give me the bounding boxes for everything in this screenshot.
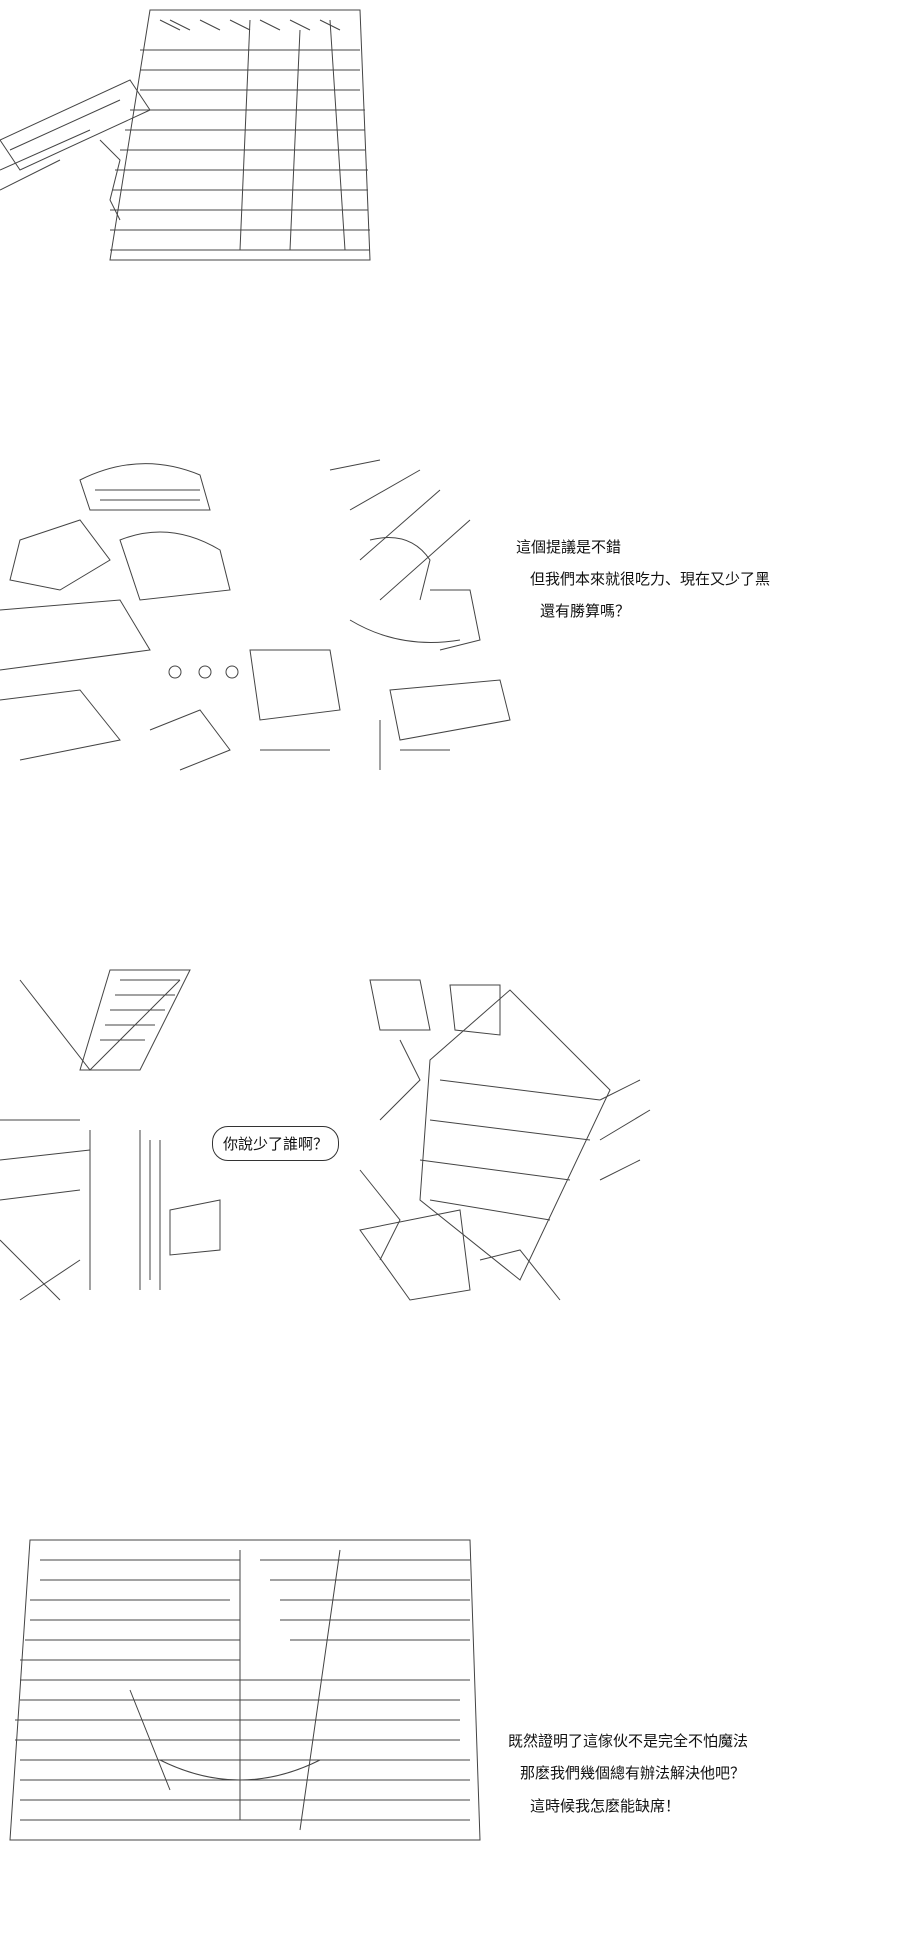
panel-1 (0, 0, 900, 280)
speech-bubble: 你說少了誰啊？ (212, 1126, 340, 1161)
panel-2: 這個提議是不錯 但我們本來就很吃力、現在又少了黑 還有勝算嗎？ (0, 450, 900, 790)
dialog-line: 既然證明了這傢伙不是完全不怕魔法 (508, 1732, 749, 1750)
dialog-line: 這個提議是不錯 (516, 538, 622, 556)
ascii-art-figure-4 (9, 1539, 481, 1841)
ascii-art-figure-3 (0, 969, 651, 1301)
panel-4: 既然證明了這傢伙不是完全不怕魔法 那麽我們幾個總有辦法解決他吧？ 這時候我怎麽能… (0, 1530, 900, 1850)
dialog-line: 那麽我們幾個總有辦法解決他吧？ (520, 1764, 746, 1782)
ascii-art-figure-2 (0, 459, 511, 771)
dialog-line: 還有勝算嗎？ (540, 602, 631, 620)
dialog-line: 但我們本來就很吃力、現在又少了黑 (530, 570, 771, 588)
ascii-art-figure-1 (0, 9, 371, 261)
dialog-line: 這時候我怎麽能缺席！ (530, 1797, 681, 1815)
panel-3: 你說少了誰啊？ (0, 960, 900, 1340)
